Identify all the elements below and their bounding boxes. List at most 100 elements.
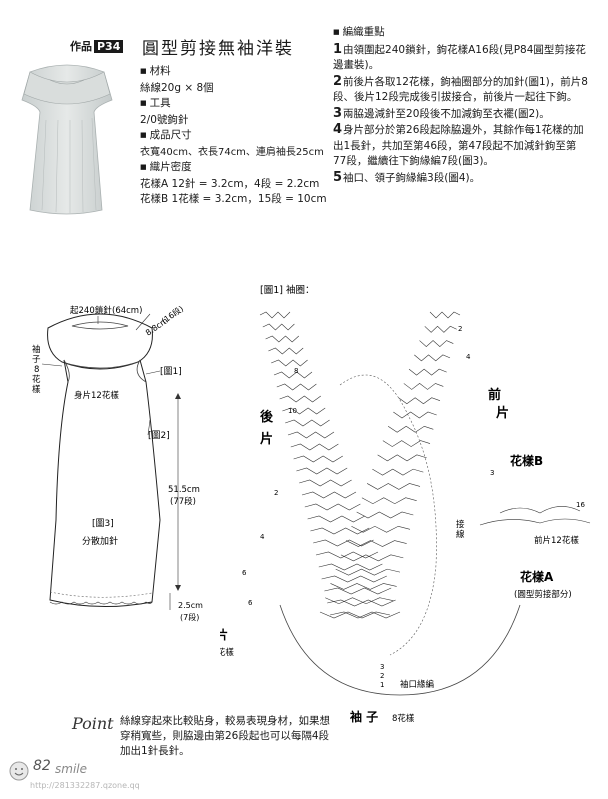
- step-5: 5袖口、領子鉤緣編3段(圖4)。: [333, 169, 481, 185]
- yoke-collar: [47, 313, 153, 370]
- back-char2: 片: [260, 431, 273, 447]
- pattern-b-chain-row-2: [479, 518, 591, 526]
- yoke-depth-line: [135, 313, 151, 331]
- stitch-row: [293, 455, 343, 463]
- armhole-right: [136, 359, 147, 383]
- stitch-row: [346, 540, 407, 547]
- fig3-label: [圖3]: [92, 518, 114, 529]
- stitch-row: [287, 431, 335, 439]
- neck-width-label: (64cm): [112, 306, 142, 316]
- stitch-row: [259, 311, 291, 319]
- back-char1: 後: [260, 409, 274, 425]
- step-3: 3兩脇邊減針至20段後不加減鉤至衣襬(圖2)。: [333, 105, 550, 121]
- key-points-label: 編織重點: [333, 25, 588, 42]
- stitch-row: [271, 359, 308, 367]
- stitch-row: [324, 587, 392, 595]
- pattern-a-label: 花樣A: [520, 569, 554, 584]
- sleeve-edge-label: 袖口緣編: [400, 679, 434, 690]
- stitch-row: [273, 371, 313, 379]
- page-number: 82: [33, 758, 51, 774]
- stitch-row: [276, 383, 317, 391]
- gauge-b: 花樣B 1花樣 = 3.2cm，15段 = 10cm: [140, 193, 327, 205]
- stitch-row: [290, 443, 339, 451]
- armhole-inner-loop: [339, 374, 437, 656]
- row-num: 6: [242, 569, 247, 577]
- step-1: 1由領圍起240鎖針，鉤花樣A16段(見P84圓型剪接花邊畫裝)。: [333, 41, 586, 72]
- chart-title: [圖1] 袖圈：: [260, 284, 314, 296]
- join-char2: 線: [456, 529, 465, 540]
- stitch-row: [310, 527, 370, 535]
- step-2: 2前後片各取12花樣，鉤袖圈部分的加針(圖1)，前片8段、後片12段完成後引拔接…: [333, 73, 588, 104]
- stitch-row: [372, 468, 424, 476]
- stitch-row: [414, 354, 451, 362]
- stitch-row: [330, 583, 397, 590]
- body-outline: [49, 359, 161, 608]
- stitch-row: [351, 525, 411, 533]
- sleeve-label: 袖 子: [350, 709, 378, 724]
- step-4: 4身片部分於第26段起除脇邊外，其餘作每1花樣的加出1長針，共加至第46段，第4…: [333, 122, 584, 167]
- stitch-row: [282, 407, 326, 415]
- length-rows-label: (77段): [170, 496, 196, 507]
- row-num: 3: [490, 469, 494, 477]
- armhole-outer-curve: [279, 604, 521, 696]
- hem-cm-label: 2.5cm: [178, 601, 203, 610]
- stitch-row: [319, 611, 391, 619]
- fig2-pointer: [147, 419, 151, 436]
- join-char1: 接: [456, 519, 465, 530]
- body-label: 身片12花樣: [74, 390, 119, 401]
- length-cm-label: 51.5cm: [168, 485, 200, 495]
- watermark-brand: smile: [55, 762, 87, 776]
- stitch-row: [393, 411, 437, 419]
- page-title: 圓型剪接無袖洋裝: [142, 39, 294, 59]
- back-label: 後 片: [220, 627, 228, 642]
- stitch-row: [268, 347, 304, 355]
- stitch-row: [382, 440, 431, 447]
- sleeve-char2: 子: [32, 355, 41, 365]
- key-points-block: 編織重點 1由領圍起240鎖針，鉤花樣A16段(見P84圓型剪接花邊畫裝)。 2…: [333, 25, 588, 186]
- length-dim-arrow-top: [175, 393, 181, 399]
- front-count-label: 前片12花樣: [534, 535, 579, 546]
- stitch-row: [318, 563, 383, 571]
- point-note-tag: Point: [72, 714, 114, 733]
- tools-value: 2/0號鉤針: [140, 113, 189, 126]
- stitch-row: [408, 368, 447, 376]
- sleeve-sub: 8花樣: [392, 713, 415, 724]
- materials-value: 絲線20g × 8個: [140, 81, 214, 94]
- stitch-row: [285, 419, 330, 427]
- reference-code: P34: [94, 40, 124, 53]
- sleeve-pointer: [41, 363, 63, 367]
- dress-photo: [21, 64, 113, 215]
- row-num: 4: [466, 353, 471, 361]
- stitch-row: [387, 425, 434, 433]
- front-char2: 片: [496, 405, 509, 421]
- fig1-label: [圖1]: [160, 366, 182, 377]
- stitch-row: [366, 483, 421, 490]
- sleeve-char3: 花: [32, 374, 41, 385]
- smiley-icon: [9, 761, 29, 781]
- materials-label: 材料: [140, 64, 340, 81]
- stitch-row: [329, 611, 401, 619]
- size-label: 成品尺寸: [140, 128, 340, 145]
- point-note-text: 絲線穿起來比較貼身，較易表現身材，如果想穿稍寬些，則脇邊由第26段起也可以每隔4…: [120, 715, 330, 757]
- stitch-row: [296, 467, 348, 475]
- reference-prefix: 作品: [70, 40, 92, 53]
- watermark-url: http://281332287.qzone.qq: [30, 781, 140, 790]
- stitch-row: [265, 335, 300, 343]
- row-num: 8: [294, 367, 298, 375]
- size-value: 衣寬40cm、衣長74cm、連肩袖長25cm: [140, 146, 324, 158]
- dress-schematic: 起240鎖針 (64cm) 8.8cm (16段) 袖 子 8 花 樣 身片12…: [32, 303, 203, 622]
- row-num: 2: [458, 325, 462, 333]
- front-stitch-fan: [319, 311, 461, 619]
- stitch-row: [335, 568, 401, 576]
- stitch-row: [403, 383, 444, 390]
- stitch-row: [377, 454, 427, 462]
- stitch-row: [313, 539, 374, 547]
- gauge-a: 花樣A 12針 = 3.2cm，4段 = 2.2cm: [140, 177, 320, 190]
- stitch-row: [327, 599, 396, 607]
- fig3-sub: 分散加針: [82, 535, 118, 547]
- stitch-row: [424, 325, 457, 333]
- front-char1: 前: [488, 387, 501, 403]
- stitch-row: [361, 497, 417, 505]
- tools-label: 工具: [140, 96, 340, 113]
